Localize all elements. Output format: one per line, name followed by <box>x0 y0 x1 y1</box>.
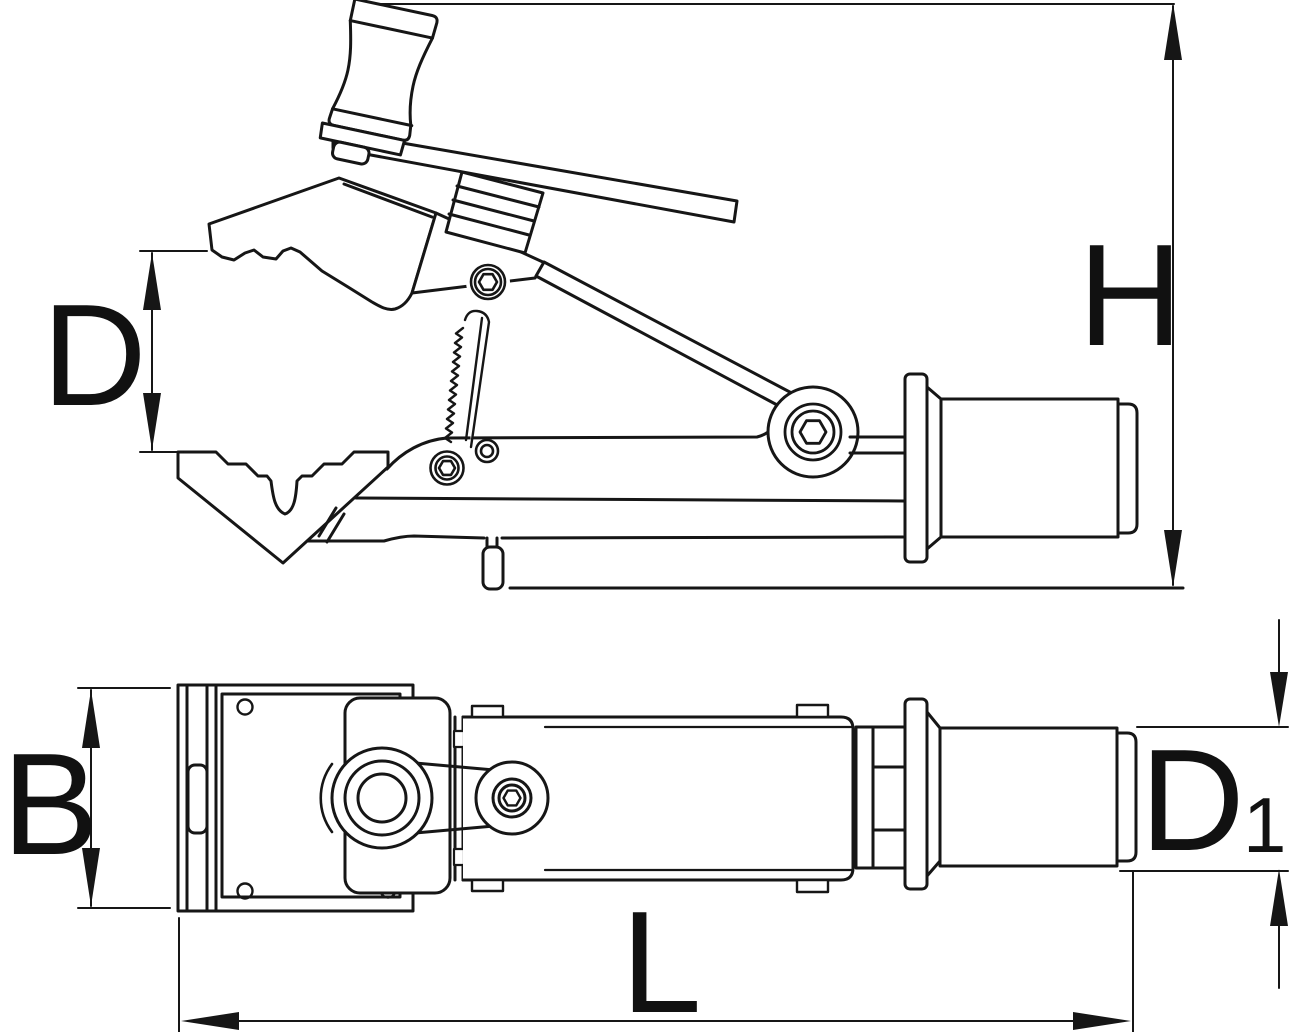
dim-B <box>77 687 171 909</box>
dim-label-D: D <box>42 274 147 436</box>
pivot-bolt <box>466 260 510 304</box>
dim-label-L: L <box>621 881 702 1032</box>
plan-view <box>176 683 1138 913</box>
small-bolt <box>474 438 500 464</box>
side-view-tube <box>903 372 1139 564</box>
lock-pin <box>481 545 505 591</box>
ratchet-rack <box>443 309 491 449</box>
plan-view-tube <box>461 703 855 894</box>
adjust-screw <box>444 170 545 255</box>
dim-D1 <box>1119 619 1289 989</box>
lever-bar <box>331 129 739 224</box>
upper-jaw <box>207 176 438 311</box>
svg-text:1: 1 <box>1243 781 1286 869</box>
dim-H <box>378 3 1182 587</box>
hex-bolt-left <box>429 450 465 486</box>
link-bar <box>534 260 805 416</box>
plan-collar-flange <box>854 697 1138 891</box>
main-pivot-bolt <box>783 402 843 462</box>
dimensions <box>77 3 1289 1032</box>
lower-jaw <box>176 450 390 565</box>
dim-label-B: B <box>2 723 99 885</box>
dim-L <box>178 870 1134 1032</box>
dim-D <box>139 250 208 453</box>
dim-label-D1: D 1 <box>1140 719 1286 881</box>
dim-label-H: H <box>1078 214 1183 376</box>
lever-plan <box>319 746 550 850</box>
side-view <box>176 0 1185 591</box>
svg-text:D: D <box>1140 719 1245 881</box>
clamp-knob <box>318 0 439 166</box>
